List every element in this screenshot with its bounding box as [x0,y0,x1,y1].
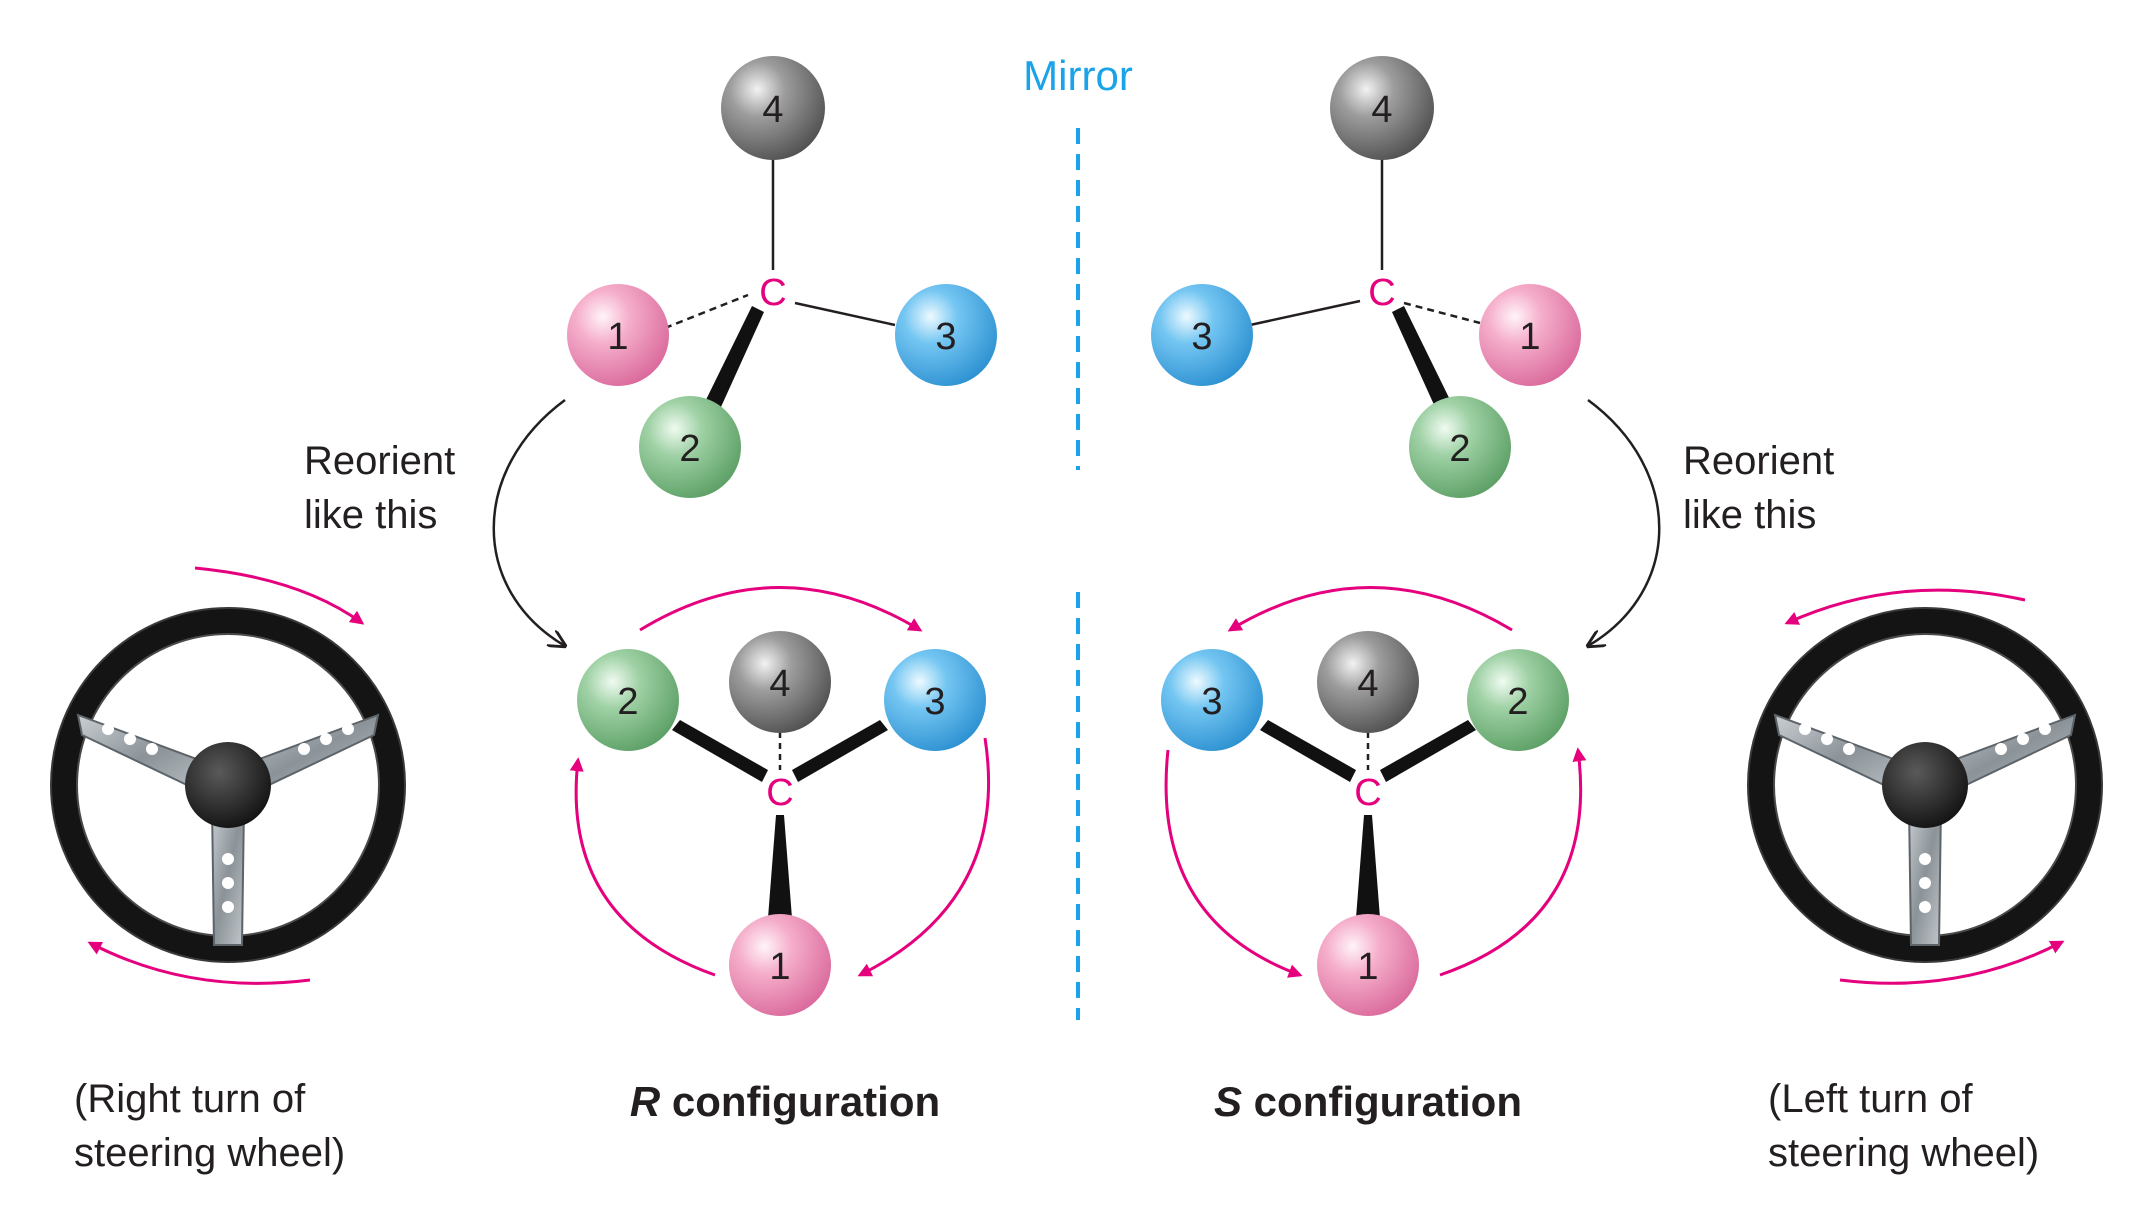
wedge-bond [792,720,888,782]
wedge-bond [672,720,768,782]
atom-2-label: 2 [1507,681,1528,723]
atom-3-label: 3 [935,316,956,358]
left-turn-caption-line1: (Left turn of [1768,1077,1973,1121]
atom-3-label: 3 [1201,681,1222,723]
right-turn-caption-line2: steering wheel) [74,1131,345,1175]
s-molecule-bottom: C 4 3 2 1 [1161,631,1569,1016]
atom-2-label: 2 [679,428,700,470]
s-configuration-label: S configuration [1214,1078,1522,1125]
s-configuration-letter: S [1214,1078,1242,1125]
left-turn-arrows [1784,588,2065,985]
atom-1-label: 1 [769,946,790,988]
atom-priority-2 [1409,396,1511,498]
atom-2-label: 2 [1449,428,1470,470]
carbon-label: C [1354,772,1381,814]
s-configuration-text: configuration [1242,1078,1522,1125]
atom-4-label: 4 [1371,89,1392,131]
atom-priority-1 [567,284,669,386]
atom-priority-1 [729,914,831,1016]
atom-4-label: 4 [762,89,783,131]
atom-priority-4 [1317,631,1419,733]
r-configuration-text: configuration [660,1078,940,1125]
s-molecule-top: C 4 1 3 2 [1151,56,1581,498]
atom-4-label: 4 [1357,663,1378,705]
r-molecule-top: C 4 1 3 2 [567,56,997,498]
curved-arrow-icon [492,398,565,646]
steering-wheel-icon [1748,608,2102,962]
atom-priority-2 [639,396,741,498]
atom-1-label: 1 [1519,316,1540,358]
atom-priority-1 [1317,914,1419,1016]
r-molecule-bottom: C 4 2 3 1 [577,631,986,1016]
clockwise-rotation-arrows [569,586,990,977]
wedge-bond [768,815,792,918]
atom-priority-2 [1467,649,1569,751]
atom-priority-2 [577,649,679,751]
atom-priority-1 [1479,284,1581,386]
atom-3-label: 3 [924,681,945,723]
reorient-label-line2: like this [1683,493,1816,537]
atom-3-label: 3 [1191,316,1212,358]
atom-priority-4 [721,56,825,160]
left-turn-caption-line2: steering wheel) [1768,1131,2039,1175]
atom-priority-3 [884,649,986,751]
atom-priority-3 [1161,649,1263,751]
right-turn-caption-line1: (Right turn of [74,1077,306,1121]
wedge-bond [1356,815,1380,918]
steering-wheel-icon [51,608,405,962]
reorient-label-line1: Reorient [304,439,455,483]
atom-priority-3 [1151,284,1253,386]
atom-priority-4 [1330,56,1434,160]
right-turn-arrows [87,566,365,985]
atom-priority-3 [895,284,997,386]
carbon-label: C [759,272,786,314]
atom-2-label: 2 [617,681,638,723]
atom-priority-4 [729,631,831,733]
r-configuration-letter: R [630,1078,661,1125]
carbon-label: C [766,772,793,814]
reorient-label-line2: like this [304,493,437,537]
reorient-label-line1: Reorient [1683,439,1834,483]
counterclockwise-rotation-arrows [1164,586,1587,978]
curved-arrow-icon [1588,398,1661,646]
atom-4-label: 4 [769,663,790,705]
mirror-label: Mirror [1023,52,1133,99]
carbon-label: C [1368,272,1395,314]
wedge-bond [1392,306,1456,418]
wedge-bond [1260,720,1356,782]
r-configuration-label: R configuration [630,1078,940,1125]
atom-1-label: 1 [1357,946,1378,988]
wedge-bond [700,306,764,418]
atom-1-label: 1 [607,316,628,358]
wedge-bond [1380,720,1476,782]
